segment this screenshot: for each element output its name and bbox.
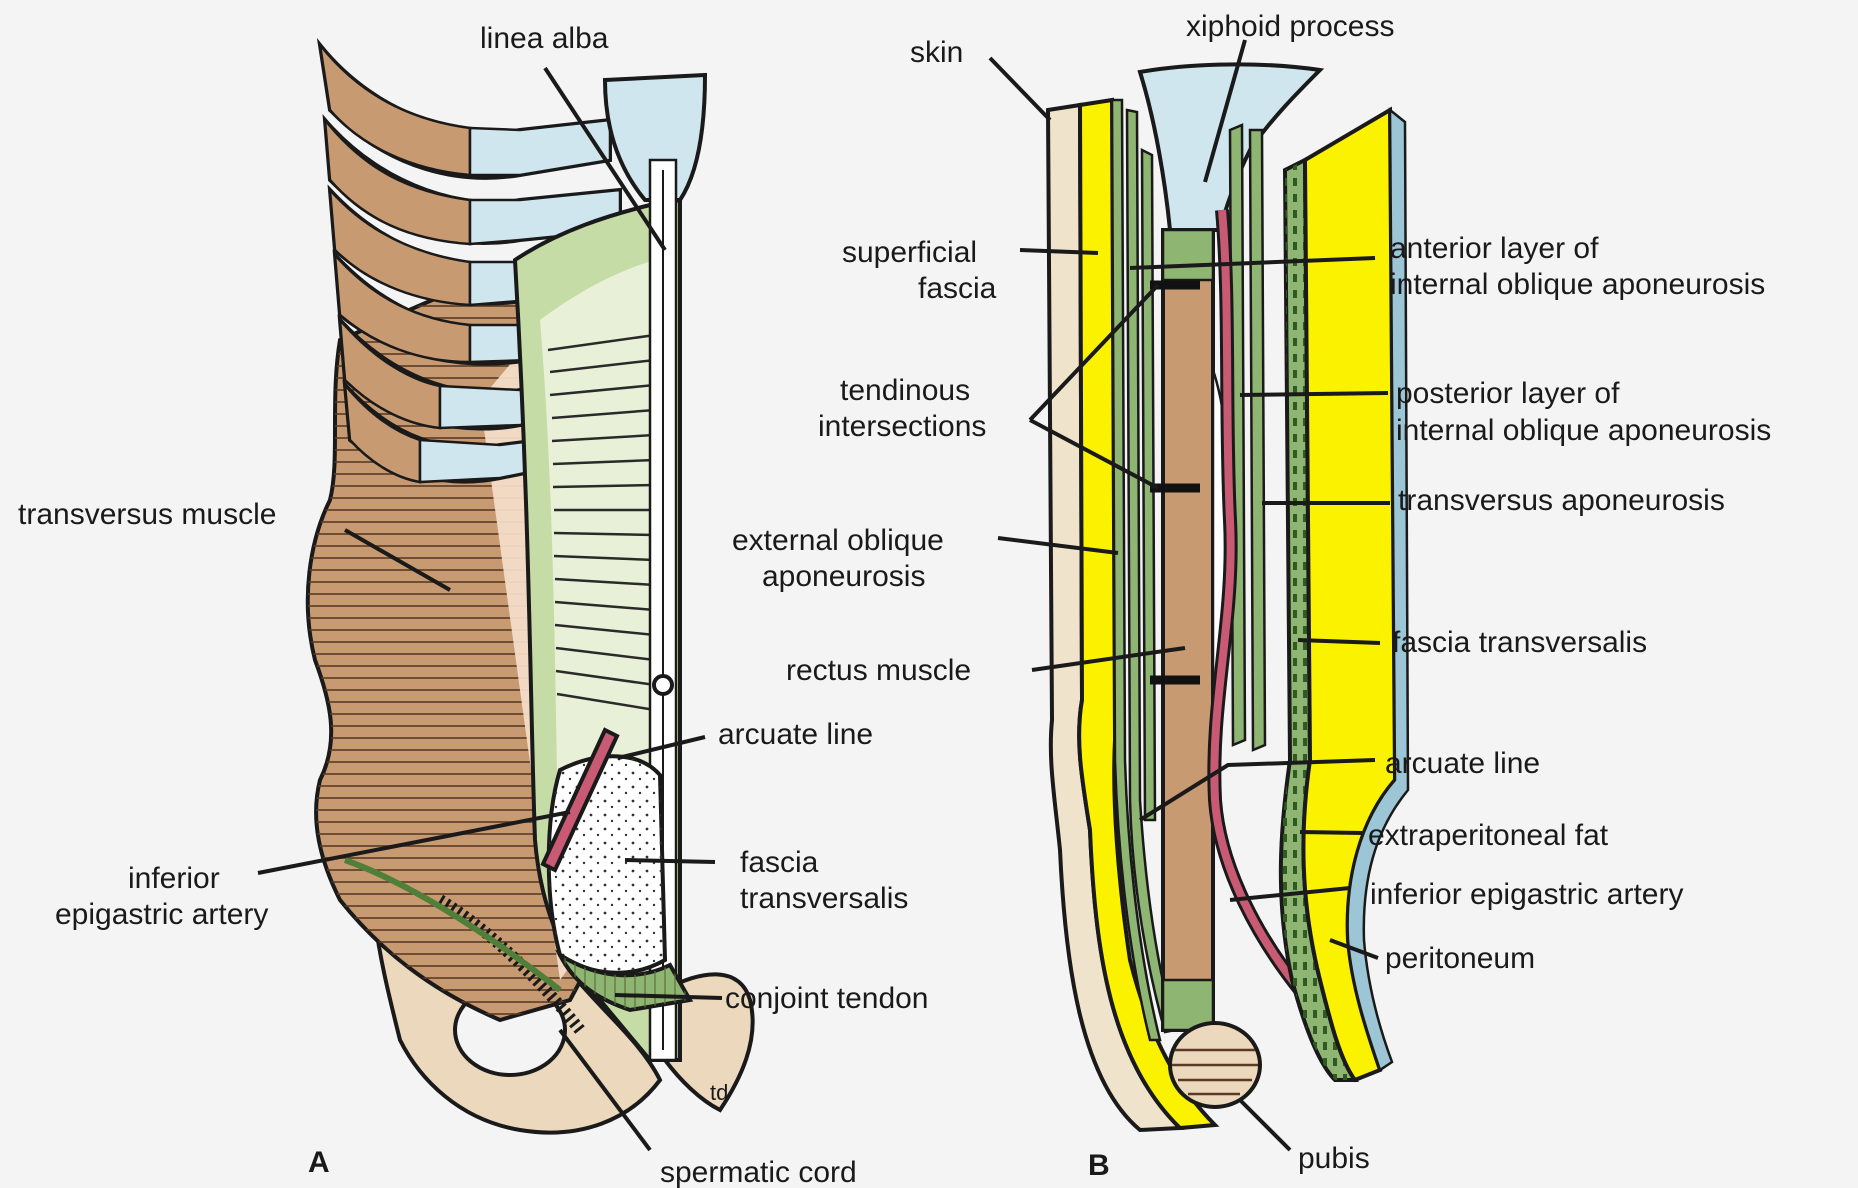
- label-fascia-transversalis-a-1: fascia: [740, 846, 819, 879]
- label-external-oblique-1: external oblique: [732, 524, 944, 557]
- label-fascia-transversalis-a-2: transversalis: [740, 882, 908, 915]
- label-xiphoid-process: xiphoid process: [1186, 10, 1394, 43]
- rectus-muscle-b: [1163, 230, 1213, 1030]
- label-conjoint-tendon: conjoint tendon: [725, 982, 929, 1015]
- label-posterior-layer-1: posterior layer of: [1396, 377, 1620, 410]
- label-inferior-epigastric-a-1: inferior: [128, 862, 220, 895]
- label-posterior-layer-2: internal oblique aponeurosis: [1396, 414, 1771, 447]
- label-extraperitoneal-fat: extraperitoneal fat: [1368, 819, 1609, 852]
- label-arcuate-line-a: arcuate line: [718, 718, 873, 751]
- panel-letter-b: B: [1088, 1149, 1110, 1182]
- label-skin: skin: [910, 36, 963, 69]
- panel-a-drawing: [308, 45, 753, 1133]
- label-peritoneum: peritoneum: [1385, 942, 1535, 975]
- label-rectus-muscle: rectus muscle: [786, 654, 971, 687]
- label-pubis: pubis: [1298, 1142, 1370, 1175]
- label-anterior-layer-1: anterior layer of: [1390, 232, 1599, 265]
- label-spermatic-cord: spermatic cord: [660, 1156, 857, 1188]
- label-inferior-epigastric-b: inferior epigastric artery: [1370, 878, 1683, 911]
- label-transversus-aponeurosis: transversus aponeurosis: [1398, 484, 1725, 517]
- label-arcuate-line-b: arcuate line: [1385, 747, 1540, 780]
- label-tendinous-intersections-2: intersections: [818, 410, 986, 443]
- label-external-oblique-2: aponeurosis: [762, 560, 925, 593]
- panel-b-drawing: [1048, 64, 1408, 1130]
- label-superficial-fascia-2: fascia: [918, 272, 997, 305]
- label-anterior-layer-2: internal oblique aponeurosis: [1390, 268, 1765, 301]
- artist-initials: td: [710, 1080, 728, 1105]
- label-tendinous-intersections-1: tendinous: [840, 374, 970, 407]
- label-superficial-fascia-1: superficial: [842, 236, 977, 269]
- panel-letter-a: A: [308, 1146, 330, 1179]
- umbilicus: [654, 676, 672, 694]
- label-inferior-epigastric-a-2: epigastric artery: [55, 898, 268, 931]
- label-fascia-transversalis-b: fascia transversalis: [1392, 626, 1647, 659]
- label-transversus-muscle: transversus muscle: [18, 498, 276, 531]
- label-linea-alba: linea alba: [480, 22, 609, 55]
